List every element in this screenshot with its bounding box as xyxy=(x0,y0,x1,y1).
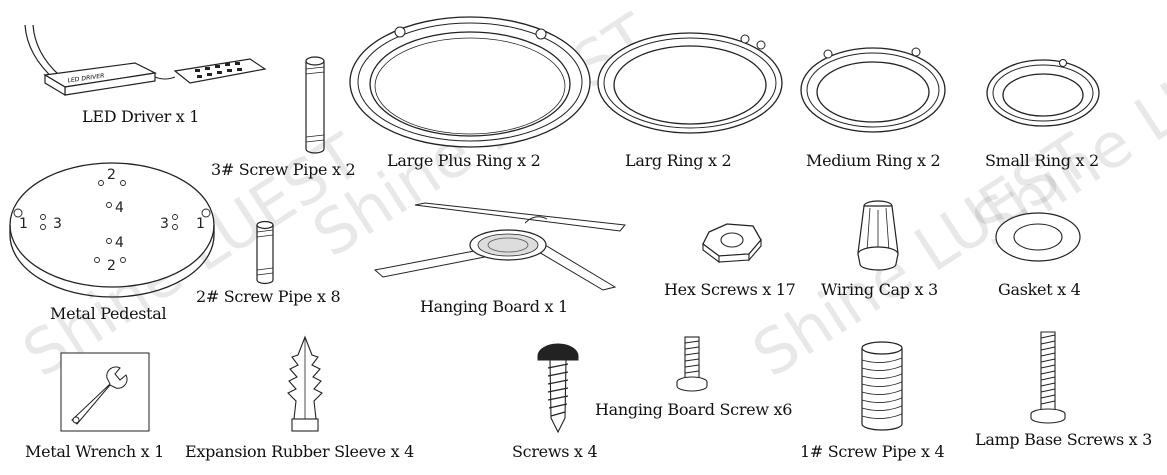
pedestal-mark-4-top: 4 xyxy=(115,200,124,216)
screws-label: Screws x 4 xyxy=(512,442,598,461)
led-driver-label: LED Driver x 1 xyxy=(82,107,200,126)
large-plus-ring-illustration xyxy=(349,16,591,148)
expansion-sleeve-illustration xyxy=(287,335,323,432)
hex-screw-illustration xyxy=(702,223,762,264)
pedestal-mark-1-right: 1 xyxy=(196,216,205,232)
lamp-base-screw-illustration xyxy=(1030,331,1066,424)
small-ring-label: Small Ring x 2 xyxy=(985,151,1099,170)
metal-wrench-label: Metal Wrench x 1 xyxy=(25,442,165,461)
pedestal-mark-3-left: 3 xyxy=(53,216,62,232)
metal-pedestal-label: Metal Pedestal xyxy=(50,304,167,323)
larg-ring-illustration xyxy=(597,32,783,134)
small-ring-illustration xyxy=(986,59,1100,127)
hanging-board-screw-illustration xyxy=(676,336,708,392)
gasket-illustration xyxy=(995,212,1081,262)
led-driver-illustration: LED DRIVER xyxy=(24,24,267,97)
screw-pipe-3-illustration xyxy=(305,56,325,154)
medium-ring-illustration xyxy=(800,47,946,133)
screw-pipe-1-label: 1# Screw Pipe x 4 xyxy=(800,442,945,461)
pedestal-mark-2-bottom: 2 xyxy=(107,258,116,274)
pedestal-mark-3-right: 3 xyxy=(160,216,169,232)
pedestal-mark-4-bottom: 4 xyxy=(115,235,124,251)
screw-illustration xyxy=(537,343,579,434)
large-plus-ring-label: Large Plus Ring x 2 xyxy=(387,151,541,170)
wiring-cap-label: Wiring Cap x 3 xyxy=(821,280,938,299)
hanging-board-screw-label: Hanging Board Screw x6 xyxy=(595,400,793,419)
screw-pipe-1-illustration xyxy=(861,341,903,431)
medium-ring-label: Medium Ring x 2 xyxy=(806,151,941,170)
gasket-label: Gasket x 4 xyxy=(998,280,1081,299)
screw-pipe-3-label: 3# Screw Pipe x 2 xyxy=(211,160,356,179)
wiring-cap-illustration xyxy=(857,200,899,271)
hex-screws-label: Hex Screws x 17 xyxy=(664,280,796,299)
screw-pipe-2-label: 2# Screw Pipe x 8 xyxy=(196,287,341,306)
pedestal-mark-2-top: 2 xyxy=(107,167,116,183)
screw-pipe-2-illustration xyxy=(256,220,274,285)
lamp-base-screws-label: Lamp Base Screws x 3 xyxy=(975,430,1153,449)
hanging-board-label: Hanging Board x 1 xyxy=(420,297,568,316)
hanging-board-illustration xyxy=(373,202,626,291)
expansion-sleeve-label: Expansion Rubber Sleeve x 4 xyxy=(185,442,414,461)
larg-ring-label: Larg Ring x 2 xyxy=(625,151,732,170)
metal-pedestal-illustration: 1 2 3 4 4 2 3 1 xyxy=(9,162,215,298)
pedestal-mark-1-left: 1 xyxy=(19,216,28,232)
metal-wrench-illustration xyxy=(60,352,150,432)
